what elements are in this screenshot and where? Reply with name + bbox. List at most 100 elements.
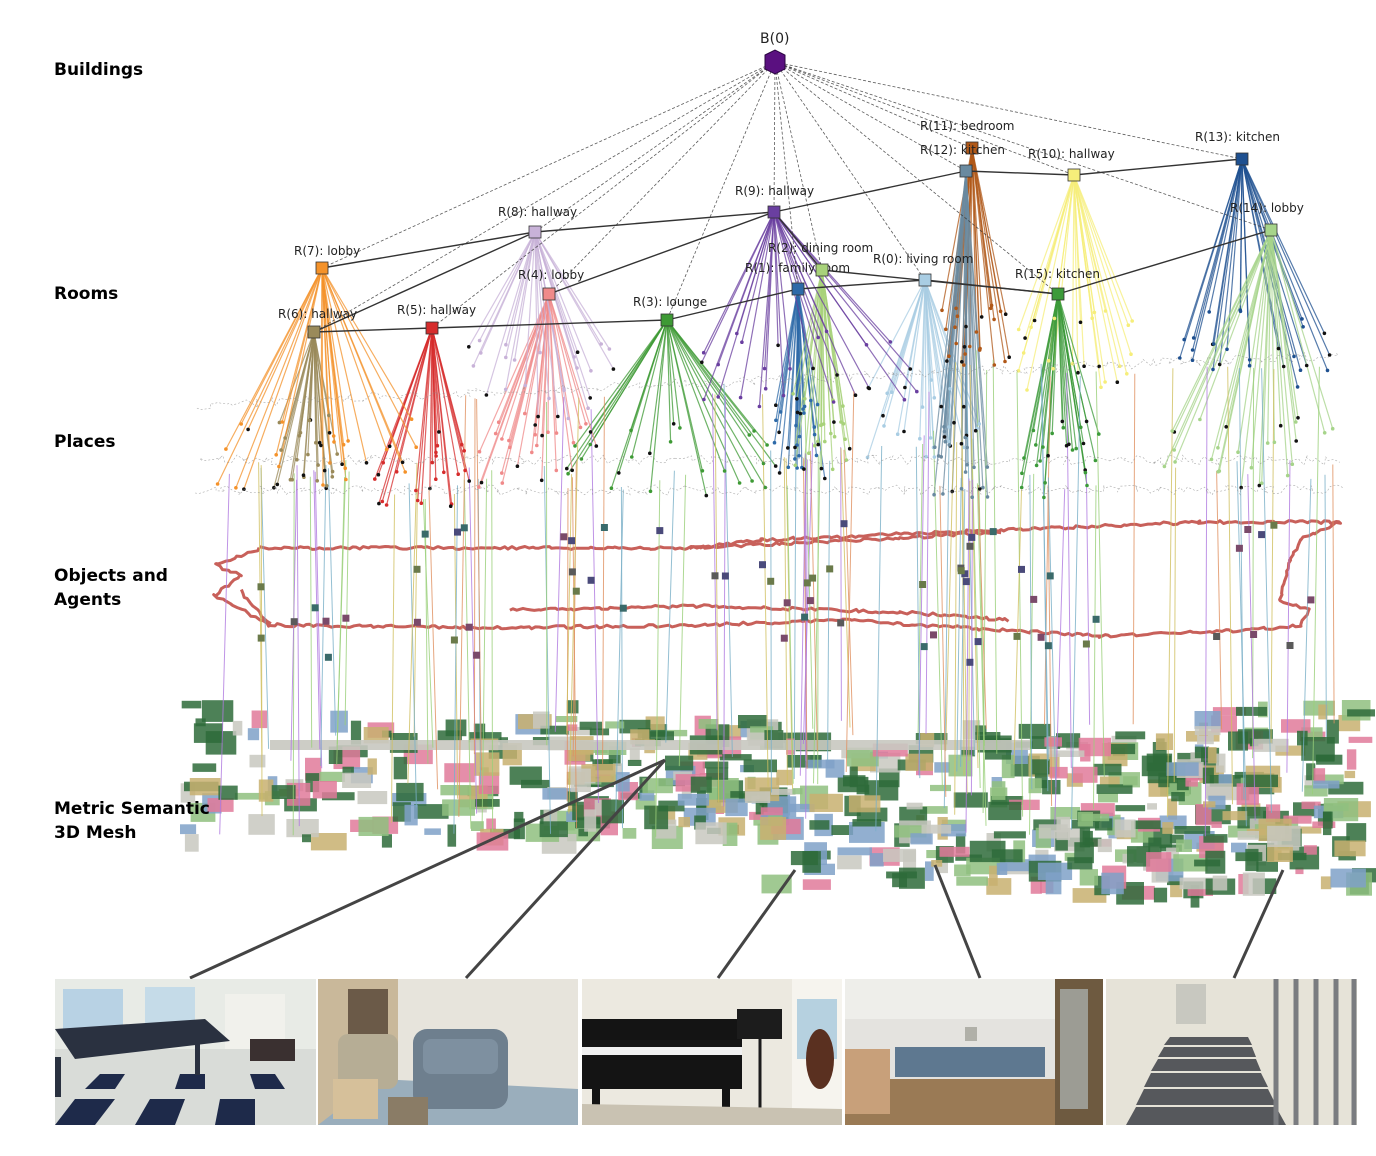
place-object-edge [554,396,565,732]
building-cube [764,49,786,75]
place-node [928,436,933,440]
place-object-edge [970,479,973,796]
place-object-edge [1227,366,1233,805]
place-object-edge [933,430,943,788]
room-place-edge [1241,158,1251,360]
room-place-edge [773,211,819,338]
place-object-edge [827,460,831,761]
place-object-edge [481,478,488,828]
callout-line-music-room-piano [716,869,797,979]
place-node [797,454,801,458]
room-room-edge [666,288,799,321]
place-node [335,452,340,456]
place-node [504,342,508,347]
place-node [523,411,527,416]
place-node [992,317,996,322]
place-object-edge [1066,372,1072,768]
place-place-edges [199,454,1340,466]
room-label: R(12): kitchen [920,143,1005,157]
trajectory-path [212,519,1342,639]
object-node [1037,633,1045,641]
place-object-edge [1238,367,1245,800]
place-object-edge [390,494,396,823]
place-node [554,468,559,473]
place-node [409,417,414,422]
place-node [918,436,922,441]
place-node [973,428,978,433]
mesh-region [180,700,617,854]
place-object-edge [915,446,921,779]
room-place-edge [934,170,967,448]
place-object-edge [954,442,958,815]
room-place-edge [225,267,323,450]
place-object-edge [875,445,883,832]
place-object-edge [296,465,300,827]
building-root: B(0) [760,31,789,75]
room-place-edge [296,331,315,460]
object-node [324,653,332,661]
place-node [965,445,969,450]
place-node [801,407,805,411]
object-node [957,567,965,575]
place-node [774,418,778,423]
place-node [316,463,320,467]
room-place-edge [773,211,835,403]
place-object-edge [428,490,439,790]
room-label: R(3): lounge [633,295,707,309]
photo-callout-lines [189,758,1285,980]
place-node [830,467,835,472]
place-node [547,396,551,401]
object-node [1082,640,1090,648]
place-node [471,364,476,368]
place-node [945,359,949,363]
place-object-edge [1216,470,1223,730]
place-node [1034,463,1039,468]
place-node [319,443,323,448]
place-object-edge [793,450,797,780]
place-node [888,340,893,344]
place-node [1052,316,1057,321]
place-node [315,479,320,483]
place-node [504,355,508,360]
place-object-edge [945,362,957,751]
place-object-edge [1166,368,1174,818]
photo-music-room-piano [582,979,842,1125]
object-node [454,528,461,536]
place-node [776,343,780,348]
place-node [435,443,440,448]
place-node [442,470,446,475]
place-node [963,470,968,474]
callout-line-staircase [1232,869,1285,979]
place-object-edge [1261,368,1272,813]
room-place-edge [514,231,536,361]
room-cube [767,205,781,219]
place-place-edges [194,484,1343,496]
place-node [932,455,937,459]
agent-trajectory [212,519,1342,639]
room-room-edge [548,211,775,295]
room-place-edge [1073,174,1079,373]
room-place-edge [478,293,550,488]
place-node [565,466,569,471]
room-place-edge [1225,229,1272,427]
object-node [837,619,845,627]
place-node [864,343,869,347]
place-node [588,396,592,400]
place-node [562,388,566,393]
places-r1 [772,398,827,481]
room-room-edge [965,170,1075,176]
room-place-edge [431,327,437,457]
room-label: R(1): family room [745,261,850,275]
room-place-edge [965,170,977,431]
place-node [1043,481,1047,485]
room-place-edge [703,211,775,353]
place-node [277,464,281,469]
place-node [586,406,590,411]
place-node [765,443,769,447]
room-place-edge [717,211,775,398]
room-place-edge [1270,229,1299,418]
places-r13 [1178,308,1332,389]
place-node [1022,456,1026,460]
place-node [824,329,829,334]
place-node [763,386,768,391]
